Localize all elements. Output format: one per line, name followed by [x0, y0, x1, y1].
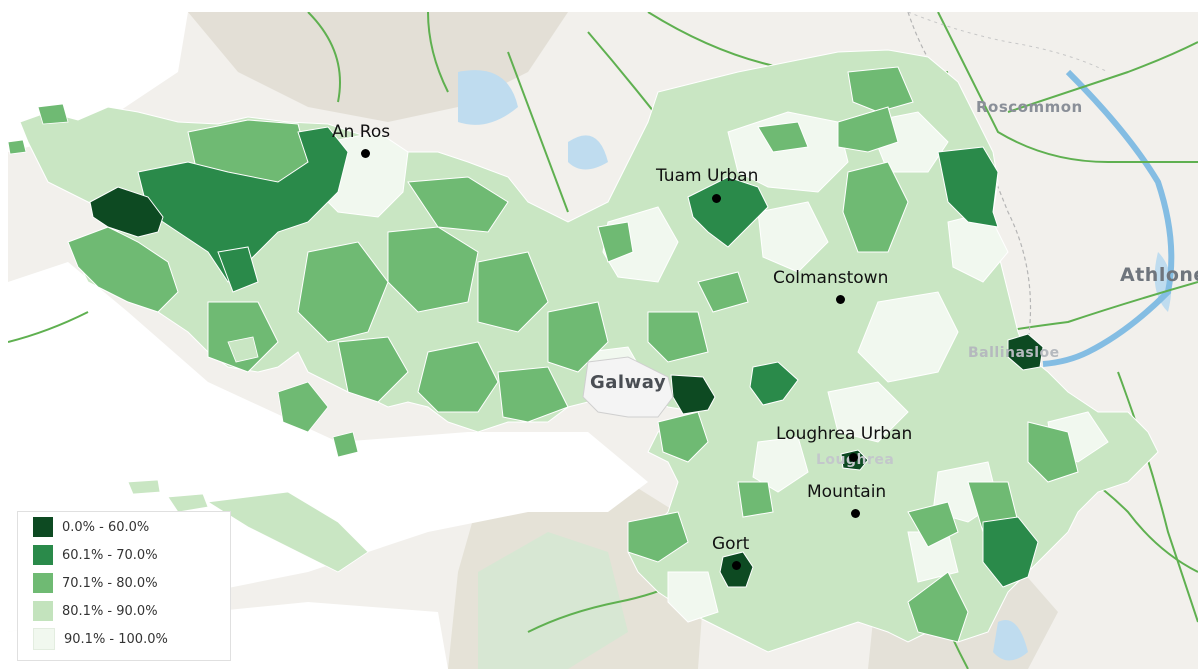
place-label-colmanstown: Colmanstown — [773, 268, 889, 288]
place-marker-gort[interactable] — [732, 561, 741, 570]
legend-label: 90.1% - 100.0% — [64, 631, 168, 647]
legend-swatch — [33, 517, 53, 537]
place-marker-tuam-urban[interactable] — [712, 194, 721, 203]
legend-item: 0.0% - 60.0% — [33, 517, 149, 537]
legend-item: 90.1% - 100.0% — [33, 628, 168, 650]
legend-swatch — [33, 573, 53, 593]
place-label-an-ros: An Ros — [332, 122, 391, 142]
basemap-label-roscommon: Roscommon — [976, 98, 1083, 116]
basemap-label-athlone: Athlone — [1120, 264, 1198, 286]
basemap — [8, 12, 1198, 669]
choropleth-map[interactable]: Roscommon Athlone Ballinasloe Galway Lou… — [8, 12, 1198, 669]
legend-label: 80.1% - 90.0% — [62, 603, 158, 619]
place-label-tuam-urban: Tuam Urban — [656, 166, 759, 186]
legend-label: 70.1% - 80.0% — [62, 575, 158, 591]
legend-label: 60.1% - 70.0% — [62, 547, 158, 563]
place-label-loughrea-urban: Loughrea Urban — [776, 424, 913, 444]
map-legend: 0.0% - 60.0% 60.1% - 70.0% 70.1% - 80.0%… — [17, 511, 231, 661]
legend-swatch — [33, 628, 55, 650]
place-marker-colmanstown[interactable] — [836, 295, 845, 304]
legend-swatch — [33, 545, 53, 565]
legend-item: 70.1% - 80.0% — [33, 573, 158, 593]
place-marker-mountain[interactable] — [851, 509, 860, 518]
place-marker-an-ros[interactable] — [361, 149, 370, 158]
basemap-label-galway: Galway — [590, 372, 667, 393]
place-label-gort: Gort — [712, 534, 750, 554]
legend-swatch — [33, 601, 53, 621]
place-marker-loughrea-urban[interactable] — [849, 453, 858, 462]
basemap-label-ballinasloe: Ballinasloe — [968, 345, 1060, 361]
place-label-mountain: Mountain — [807, 482, 887, 502]
legend-label: 0.0% - 60.0% — [62, 519, 150, 535]
legend-item: 80.1% - 90.0% — [33, 601, 158, 621]
legend-item: 60.1% - 70.0% — [33, 545, 158, 565]
